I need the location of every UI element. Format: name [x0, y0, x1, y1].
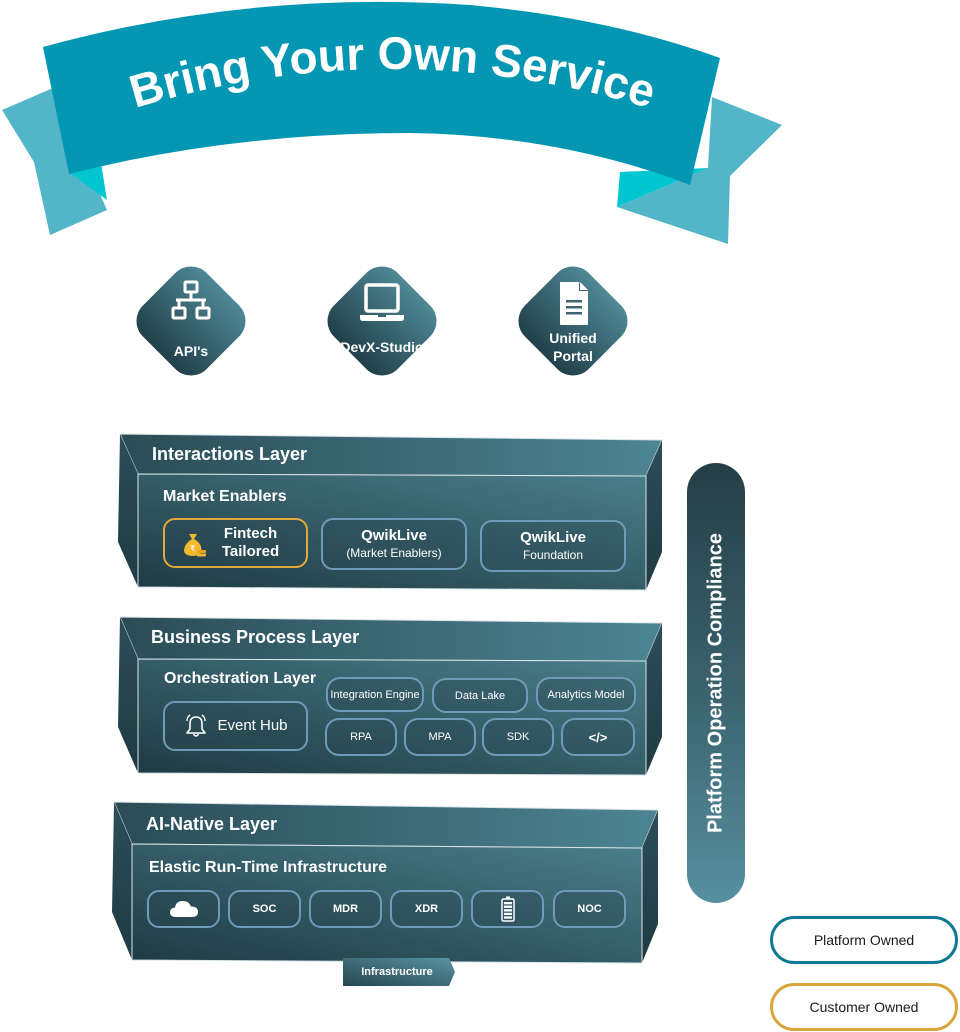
banner	[2, 1, 782, 244]
platform-operation-compliance: Platform Operation Compliance	[687, 463, 745, 903]
chip-code[interactable]: </>	[561, 718, 635, 756]
bell-icon	[186, 714, 207, 737]
chip-label: SOC	[252, 903, 277, 915]
entry-label: API's	[173, 343, 209, 359]
chip-line2: Tailored	[221, 543, 280, 560]
chip-line2: Foundation	[522, 548, 584, 562]
code-icon: </>	[588, 729, 608, 745]
laptop-icon	[360, 283, 404, 321]
chip-soc[interactable]: SOC	[228, 890, 301, 928]
chip-qwiklive-foundation[interactable]: QwikLive Foundation	[480, 520, 626, 572]
money-bag-icon: ₹	[184, 534, 206, 557]
chip-line2: (Market Enablers)	[346, 546, 442, 560]
layer-box-shape	[112, 801, 659, 964]
legend-platform-owned: Platform Owned	[770, 916, 958, 964]
chip-integration-engine[interactable]: Integration Engine	[326, 677, 424, 712]
chip-line1: QwikLive	[520, 529, 586, 546]
chip-mdr[interactable]: MDR	[309, 890, 382, 928]
entry-apis[interactable]: API's	[120, 250, 262, 392]
chip-label: SDK	[506, 731, 530, 743]
chip-mpa[interactable]: MPA	[404, 718, 476, 756]
infrastructure-tab-shape	[343, 958, 455, 986]
banner-right-tail	[617, 97, 782, 244]
chip-line1: Fintech	[223, 525, 278, 542]
entry-devx-studio[interactable]: DevX-Studio	[311, 250, 453, 392]
entry-label: Portal	[553, 348, 593, 364]
ai-native-layer: AI-Native Layer Elastic Run-Time Infrast…	[112, 800, 660, 965]
chip-rpa[interactable]: RPA	[325, 718, 397, 756]
section-title: Market Enablers	[163, 488, 287, 505]
entry-unified-portal[interactable]: Unified Portal	[502, 250, 644, 392]
legend-label: Platform Owned	[813, 932, 915, 948]
chip-analytics-model[interactable]: Analytics Model	[536, 677, 636, 712]
layer-title: Business Process Layer	[151, 627, 360, 647]
layer-title: AI-Native Layer	[146, 814, 278, 834]
svg-text:₹: ₹	[190, 544, 196, 553]
section-title: Elastic Run-Time Infrastructure	[149, 859, 387, 876]
chip-fintech-tailored[interactable]: ₹ Fintech Tailored	[163, 518, 308, 568]
banner-band	[43, 1, 720, 185]
legend-label: Customer Owned	[809, 999, 919, 1015]
legend-customer-owned: Customer Owned	[770, 983, 958, 1031]
entry-label: DevX-Studio	[340, 339, 424, 355]
chip-data-lake[interactable]: Data Lake	[432, 678, 528, 713]
chip-label: Event Hub	[217, 717, 288, 734]
chip-label: NOC	[577, 903, 602, 915]
entry-label: Unified	[549, 330, 597, 346]
section-title: Orchestration Layer	[164, 670, 317, 687]
infrastructure-label: Infrastructure	[361, 966, 433, 978]
chip-qwiklive-market-enablers[interactable]: QwikLive (Market Enablers)	[321, 518, 467, 570]
chip-label: XDR	[414, 903, 439, 915]
chip-cloud[interactable]	[147, 890, 220, 928]
business-process-layer: Business Process Layer Orchestration Lay…	[118, 615, 664, 777]
layer-title: Interactions Layer	[152, 444, 308, 464]
chip-label: Integration Engine	[330, 688, 420, 701]
chip-event-hub[interactable]: Event Hub	[163, 701, 308, 751]
chip-label: MPA	[428, 731, 452, 743]
chip-xdr[interactable]: XDR	[390, 890, 463, 928]
chip-noc[interactable]: NOC	[553, 890, 626, 928]
infrastructure-tab[interactable]: Infrastructure	[343, 958, 455, 986]
chip-battery[interactable]	[471, 890, 544, 928]
chip-line1: QwikLive	[361, 527, 427, 544]
chip-label: RPA	[350, 731, 372, 743]
banner-left-tail	[2, 88, 107, 235]
chip-sdk[interactable]: SDK	[482, 718, 554, 756]
layer-box-shape	[118, 616, 663, 776]
cloud-icon	[169, 901, 198, 917]
chip-label: MDR	[332, 903, 359, 915]
document-icon	[560, 282, 588, 325]
chip-label: Data Lake	[454, 689, 506, 702]
network-icon	[171, 280, 211, 320]
diamond-shape	[136, 266, 246, 376]
compliance-label: Platform Operation Compliance	[704, 532, 727, 834]
battery-icon	[500, 896, 515, 922]
banner-left-fold	[69, 163, 107, 200]
layer-box-shape	[118, 433, 663, 591]
interactions-layer: Interactions Layer Market Enablers ₹ Fin…	[118, 432, 664, 592]
chip-label: Analytics Model	[547, 688, 625, 701]
